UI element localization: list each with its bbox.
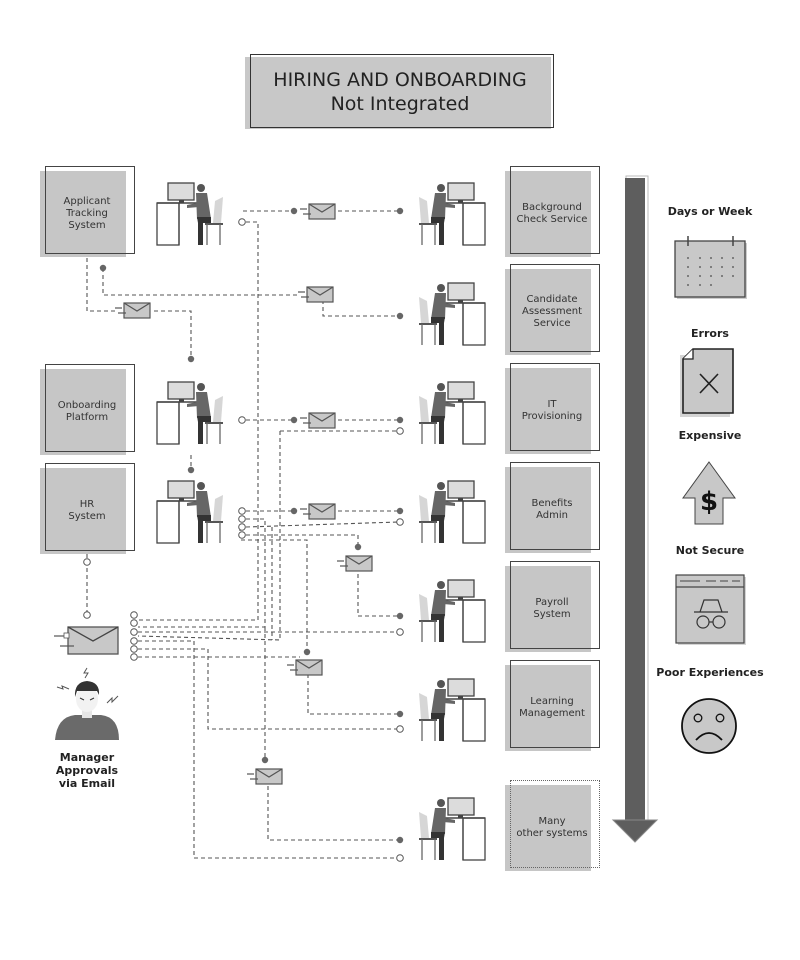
- dollar-up-arrow-icon: $: [682, 461, 736, 525]
- system-payroll: Payroll System: [505, 561, 600, 652]
- sad-face-icon: [681, 698, 737, 754]
- system-label: Learning Management: [519, 696, 585, 719]
- system-many-others: Many other systems: [505, 780, 600, 871]
- consequence-label-errors: Errors: [691, 327, 729, 340]
- person-at-desk-icon: [156, 182, 224, 246]
- person-at-desk-icon: [419, 679, 485, 741]
- envelope-icon: [299, 503, 336, 520]
- manager-label-line-2: via Email: [58, 777, 116, 790]
- consequence-label-not-secure: Not Secure: [675, 544, 745, 557]
- title-box-shadow: [245, 57, 551, 129]
- envelope-icon: [114, 302, 151, 319]
- system-label: IT Provisioning: [521, 399, 583, 422]
- title-line-1: HIRING AND ONBOARDING: [273, 69, 527, 91]
- system-learning-management: Learning Management: [505, 660, 600, 751]
- consequence-label-days: Days or Week: [667, 205, 753, 218]
- incognito-browser-icon: [675, 574, 746, 645]
- person-at-desk-icon: [419, 283, 485, 345]
- system-label: Onboarding Platform: [57, 400, 117, 423]
- envelope-icon: [286, 659, 323, 676]
- person-at-desk-icon: [156, 381, 224, 445]
- person-at-desk-icon: [419, 798, 485, 860]
- consequence-label-expensive: Expensive: [678, 429, 742, 442]
- system-label: Payroll System: [533, 597, 571, 620]
- envelope-icon: [299, 412, 336, 429]
- dashed-connectors: [86, 210, 399, 859]
- frustrated-person-icon: [55, 667, 119, 740]
- open-dots: [83, 218, 404, 862]
- manager-label: Manager Approvals via Email: [27, 751, 147, 790]
- system-benefits-admin: Benefits Admin: [505, 462, 600, 553]
- envelope-icon: [246, 768, 283, 785]
- envelope-icon: [299, 203, 336, 220]
- system-hr: HR System: [40, 463, 135, 554]
- document-error-icon: [680, 348, 734, 417]
- person-at-desk-icon: [156, 480, 224, 544]
- svg-text:$: $: [700, 487, 718, 517]
- down-arrow-icon: [611, 175, 659, 843]
- system-label: Background Check Service: [516, 202, 588, 225]
- system-background-check: Background Check Service: [505, 166, 600, 257]
- filled-dots: [99, 207, 404, 844]
- consequence-label-poor-experiences: Poor Experiences: [656, 666, 764, 679]
- manager-label-line-1: Manager Approvals: [55, 751, 119, 777]
- system-onboarding-platform: Onboarding Platform: [40, 364, 135, 455]
- system-label: Candidate Assessment Service: [522, 294, 582, 329]
- envelope-icon: [297, 286, 334, 303]
- title-frame: [250, 54, 554, 128]
- system-label: Many other systems: [516, 816, 588, 839]
- person-at-desk-icon: [419, 382, 485, 444]
- system-label: HR System: [68, 499, 106, 522]
- manager-envelope-icon: [54, 626, 119, 655]
- system-label: Benefits Admin: [531, 498, 573, 521]
- system-label: Applicant Tracking System: [63, 196, 111, 231]
- page-title: HIRING AND ONBOARDING Not Integrated: [245, 68, 555, 116]
- title-line-2: Not Integrated: [330, 93, 470, 115]
- system-applicant-tracking: Applicant Tracking System: [40, 166, 135, 257]
- calendar-icon: [674, 236, 747, 299]
- person-at-desk-icon: [419, 183, 485, 245]
- person-at-desk-icon: [419, 481, 485, 543]
- system-candidate-assessment: Candidate Assessment Service: [505, 264, 600, 355]
- system-it-provisioning: IT Provisioning: [505, 363, 600, 454]
- envelope-icon: [336, 555, 373, 572]
- person-at-desk-icon: [419, 580, 485, 642]
